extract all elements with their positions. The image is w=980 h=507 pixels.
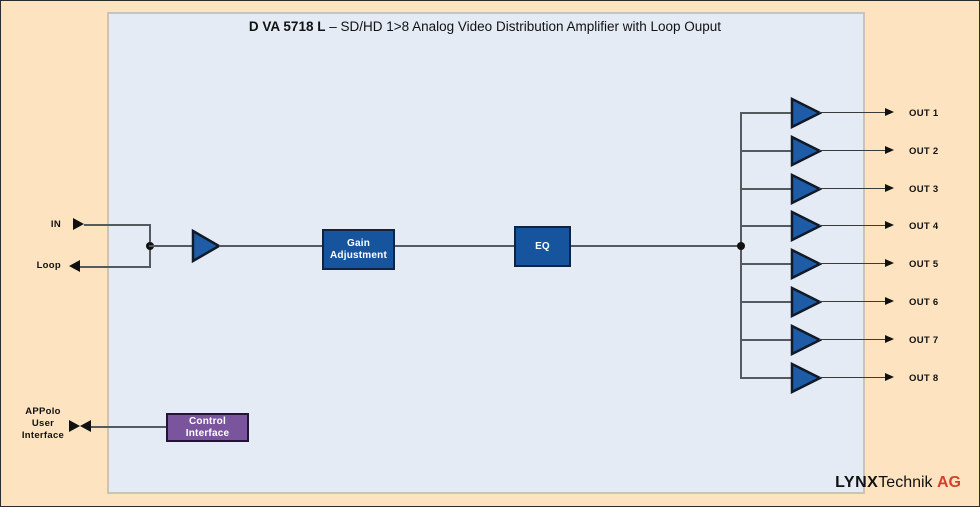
output-amplifier-icon-3	[790, 173, 822, 205]
output-label-4: OUT 4	[909, 221, 939, 232]
wire-out-3-tail	[819, 188, 887, 189]
wire-out-1-tail	[819, 112, 887, 113]
output-amplifier-icon-1	[790, 97, 822, 129]
output-label-8: OUT 8	[909, 373, 939, 384]
output-amplifier-icon-7	[790, 324, 822, 356]
output-amplifier-icon-2	[790, 135, 822, 167]
wire-inputamp-to-gain	[219, 245, 324, 247]
wire-out-7	[740, 339, 793, 341]
wire-gain-to-eq	[395, 245, 515, 247]
output-label-5: OUT 5	[909, 259, 939, 270]
input-label: IN	[50, 219, 61, 230]
loop-arrow-icon	[69, 260, 80, 272]
output-arrow-icon-5	[885, 259, 894, 267]
gain-line-1: Gain	[346, 237, 371, 249]
eq-block[interactable]: EQ	[514, 226, 571, 267]
control-line-2: Interface	[185, 427, 230, 439]
wire-out-7-tail	[819, 339, 887, 340]
appolo-line-2: User	[31, 418, 55, 429]
appolo-line-1: APPolo	[25, 406, 61, 417]
logo-ag: AG	[937, 474, 961, 491]
output-label-2: OUT 2	[909, 146, 939, 157]
lynx-technik-logo: LYNXTechnik AG	[835, 474, 961, 492]
output-arrow-icon-4	[885, 221, 894, 229]
output-amplifier-icon-8	[790, 362, 822, 394]
loop-label: Loop	[36, 260, 61, 271]
control-arrow-left-icon	[80, 420, 91, 432]
wire-out-2-tail	[819, 150, 887, 151]
logo-technik: Technik	[878, 474, 933, 491]
wire-out-6	[740, 301, 793, 303]
distribution-junction-dot	[737, 242, 745, 250]
control-line-1: Control	[189, 415, 226, 427]
logo-lynx: LYNX	[835, 474, 879, 491]
wire-out-3	[740, 188, 793, 190]
output-label-7: OUT 7	[909, 335, 939, 346]
wire-out-5	[740, 263, 793, 265]
wire-in	[84, 224, 150, 226]
wire-control	[91, 426, 167, 428]
gain-line-2: Adjustment	[330, 249, 387, 261]
wire-loop	[80, 266, 150, 268]
output-arrow-icon-8	[885, 373, 894, 381]
diagram-title: D VA 5718 L – SD/HD 1>8 Analog Video Dis…	[107, 19, 863, 34]
wire-eq-to-bus	[571, 245, 743, 247]
output-arrow-icon-6	[885, 297, 894, 305]
appolo-line-3: Interface	[21, 430, 65, 441]
output-amplifier-icon-5	[790, 248, 822, 280]
input-arrow-icon	[73, 218, 84, 230]
output-amplifier-icon-6	[790, 286, 822, 318]
control-arrow-right-icon	[69, 420, 80, 432]
wire-out-1	[740, 112, 793, 114]
output-label-3: OUT 3	[909, 184, 939, 195]
title-model: D VA 5718 L	[248, 19, 326, 34]
output-label-6: OUT 6	[909, 297, 939, 308]
wire-out-4-tail	[819, 225, 887, 226]
output-arrow-icon-2	[885, 146, 894, 154]
output-arrow-icon-7	[885, 335, 894, 343]
output-arrow-icon-1	[885, 108, 894, 116]
wire-out-5-tail	[819, 263, 887, 264]
wire-out-4	[740, 225, 793, 227]
title-description: – SD/HD 1>8 Analog Video Distribution Am…	[325, 19, 722, 34]
wire-out-8-tail	[819, 377, 887, 378]
output-arrow-icon-3	[885, 184, 894, 192]
wire-out-6-tail	[819, 301, 887, 302]
output-amplifier-icon-4	[790, 210, 822, 242]
wire-out-2	[740, 150, 793, 152]
wire-out-8	[740, 377, 793, 379]
output-label-1: OUT 1	[909, 108, 939, 119]
eq-label: EQ	[535, 240, 550, 252]
wire-junction-to-inputamp	[149, 245, 193, 247]
appolo-user-interface-label: APPolo User Interface	[9, 406, 77, 442]
input-amplifier-icon	[191, 229, 221, 263]
